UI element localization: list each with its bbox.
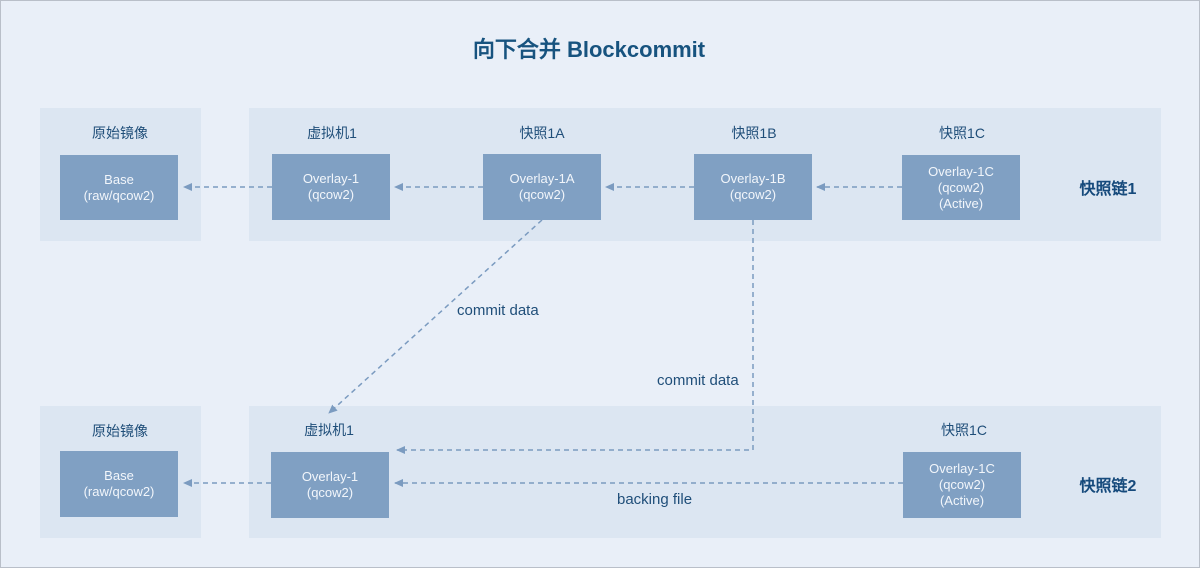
top-overlay1c-box: Overlay-1C (qcow2) (Active) — [902, 155, 1020, 220]
box-line: (qcow2) — [937, 179, 985, 195]
box-line: (qcow2) — [306, 485, 354, 500]
box-line: Overlay-1 — [301, 469, 359, 484]
top-snapshot1a-label: 快照1A — [519, 125, 565, 141]
top-snapshot1c-label: 快照1C — [939, 125, 985, 141]
bottom-base-box: Base (raw/qcow2) — [60, 451, 178, 517]
box-line: Overlay-1C — [929, 461, 995, 476]
bottom-overlay1-box: Overlay-1 (qcow2) — [271, 452, 389, 518]
box-line: (raw/qcow2) — [83, 187, 155, 203]
box-line: (Active) — [938, 195, 984, 211]
top-overlay1b-box: Overlay-1B (qcow2) — [694, 154, 812, 220]
box-line: Overlay-1A — [509, 171, 575, 186]
top-original-image-label: 原始镜像 — [92, 125, 148, 141]
box-line: (Active) — [939, 493, 985, 508]
top-overlay1-box: Overlay-1 (qcow2) — [272, 154, 390, 220]
box-line: (qcow2) — [518, 187, 566, 202]
box-line: (qcow2) — [307, 187, 355, 202]
bottom-original-image-label: 原始镜像 — [92, 423, 148, 439]
box-line: Overlay-1B — [720, 171, 786, 186]
top-snapshot1b-label: 快照1B — [731, 125, 777, 141]
snapshot-chain1-label: 快照链1 — [1079, 181, 1137, 198]
top-overlay1a-box: Overlay-1A (qcow2) — [483, 154, 601, 220]
bottom-overlay1c-box: Overlay-1C (qcow2) (Active) — [903, 452, 1021, 518]
backing-file-label: backing file — [617, 491, 693, 508]
top-vm1-label: 虚拟机1 — [307, 125, 357, 141]
bottom-snapshot1c-label: 快照1C — [941, 422, 987, 438]
diagram-title: 向下合并 Blockcommit — [472, 37, 706, 62]
box-line: Overlay-1C — [928, 163, 994, 179]
commit-data-label-top: commit data — [457, 302, 539, 319]
box-line: (raw/qcow2) — [83, 484, 155, 499]
top-base-box: Base (raw/qcow2) — [60, 155, 178, 220]
box-line: (qcow2) — [729, 187, 777, 202]
snapshot-chain2-label: 快照链2 — [1079, 478, 1137, 495]
bottom-vm1-label: 虚拟机1 — [304, 422, 354, 438]
commit-data-label-bottom: commit data — [657, 372, 739, 389]
box-line: Base — [104, 171, 134, 187]
box-line: Overlay-1 — [302, 171, 360, 186]
box-line: Base — [104, 468, 134, 483]
box-line: (qcow2) — [938, 477, 986, 492]
